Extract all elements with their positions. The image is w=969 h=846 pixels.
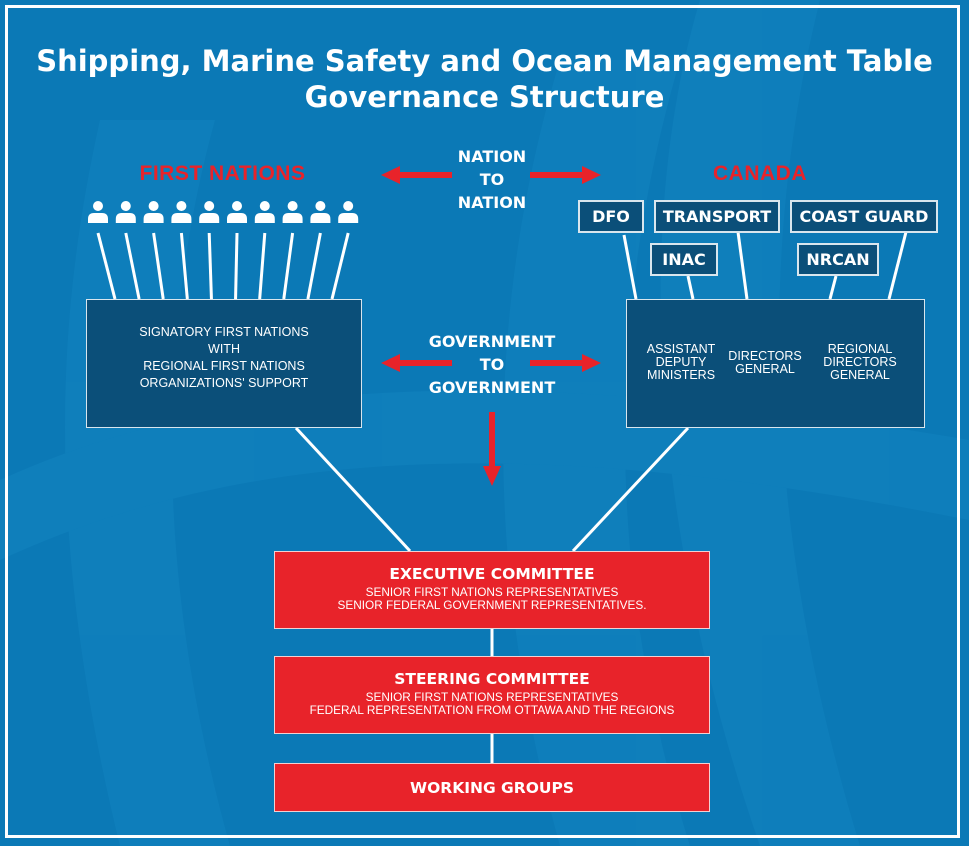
committee-connector-lines bbox=[294, 426, 690, 763]
fn-box-line-2: WITH bbox=[208, 342, 240, 356]
person-connector-line bbox=[96, 232, 117, 300]
government-arrow-left bbox=[381, 354, 452, 372]
fn-box-line-4: ORGANIZATIONS' SUPPORT bbox=[139, 376, 309, 390]
rdg-line-3: GENERAL bbox=[830, 368, 890, 382]
government-arrow-right bbox=[530, 354, 601, 372]
nation-to-nation-line-2: TO bbox=[479, 170, 505, 189]
directors-general-label: DIRECTORS GENERAL bbox=[721, 350, 809, 376]
steering-committee-line-1: SENIOR FIRST NATIONS REPRESENTATIVES bbox=[365, 690, 619, 704]
person-connector-line bbox=[258, 232, 267, 300]
coast-guard-connector bbox=[887, 231, 908, 300]
government-to-government-line-3: GOVERNMENT bbox=[428, 378, 556, 397]
fn-box-line-1: SIGNATORY FIRST NATIONS bbox=[139, 325, 309, 339]
government-to-government-label: GOVERNMENT TO GOVERNMENT bbox=[412, 330, 572, 399]
adm-line-2: DEPUTY bbox=[655, 355, 707, 369]
person-connector-line bbox=[306, 232, 322, 300]
executive-committee-box: EXECUTIVE COMMITTEE SENIOR FIRST NATIONS… bbox=[274, 551, 710, 629]
executive-committee-line-1: SENIOR FIRST NATIONS REPRESENTATIVES bbox=[365, 585, 619, 599]
relation-arrows bbox=[381, 166, 601, 486]
executive-committee-title: EXECUTIVE COMMITTEE bbox=[389, 565, 595, 583]
assistant-deputy-ministers-label: ASSISTANT DEPUTY MINISTERS bbox=[637, 343, 725, 382]
steering-committee-title: STEERING COMMITTEE bbox=[394, 670, 590, 688]
person-icon bbox=[171, 201, 192, 223]
transport-box: TRANSPORT bbox=[654, 200, 780, 233]
government-to-government-line-1: GOVERNMENT bbox=[428, 332, 556, 351]
inac-box: INAC bbox=[650, 243, 718, 276]
dg-line-2: GENERAL bbox=[735, 362, 795, 376]
person-icon bbox=[282, 201, 303, 223]
adm-line-1: ASSISTANT bbox=[646, 342, 716, 356]
person-connector-line bbox=[234, 232, 239, 300]
person-connector-line bbox=[207, 232, 213, 300]
rdg-line-2: DIRECTORS bbox=[823, 355, 897, 369]
canada-heading: CANADA bbox=[713, 162, 807, 185]
nation-to-nation-label: NATION TO NATION bbox=[432, 145, 552, 214]
page-title-line-1: Shipping, Marine Safety and Ocean Manage… bbox=[36, 44, 933, 78]
fn-box-line-3: REGIONAL FIRST NATIONS bbox=[143, 359, 305, 373]
first-nations-people-icons bbox=[88, 201, 359, 223]
person-icon bbox=[115, 201, 136, 223]
nation-to-nation-line-1: NATION bbox=[457, 147, 527, 166]
person-icon bbox=[143, 201, 164, 223]
first-nations-connector-lines bbox=[96, 232, 350, 300]
person-connector-line bbox=[179, 232, 189, 300]
canada-officials-box: ASSISTANT DEPUTY MINISTERS DIRECTORS GEN… bbox=[626, 299, 925, 428]
person-icon bbox=[227, 201, 247, 223]
person-connector-line bbox=[124, 232, 141, 300]
person-connector-line bbox=[282, 232, 295, 300]
working-groups-box: WORKING GROUPS bbox=[274, 763, 710, 812]
working-groups-title: WORKING GROUPS bbox=[409, 778, 575, 797]
person-connector-line bbox=[152, 232, 165, 300]
inac-connector bbox=[686, 275, 695, 300]
transport-connector bbox=[736, 231, 749, 300]
government-to-government-line-2: TO bbox=[479, 355, 505, 374]
dfo-box: DFO bbox=[578, 200, 644, 233]
first-nations-heading: FIRST NATIONS bbox=[139, 162, 306, 185]
person-icon bbox=[338, 201, 359, 223]
person-icon bbox=[88, 201, 108, 223]
nation-to-nation-line-3: NATION bbox=[457, 193, 527, 212]
nation-arrow-right bbox=[530, 166, 601, 184]
person-connector-line bbox=[330, 232, 350, 300]
nrcan-box: NRCAN bbox=[797, 243, 879, 276]
page-title-line-2: Governance Structure bbox=[304, 80, 665, 114]
signatory-first-nations-box: SIGNATORY FIRST NATIONS WITH REGIONAL FI… bbox=[86, 299, 362, 428]
nrcan-connector bbox=[828, 275, 838, 300]
adm-line-3: MINISTERS bbox=[646, 368, 716, 382]
rdg-line-1: REGIONAL bbox=[827, 342, 893, 356]
signatory-first-nations-text: SIGNATORY FIRST NATIONS WITH REGIONAL FI… bbox=[87, 324, 361, 392]
nation-arrow-left bbox=[381, 166, 452, 184]
executive-committee-line-2: SENIOR FEDERAL GOVERNMENT REPRESENTATIVE… bbox=[337, 598, 647, 612]
coast-guard-box: COAST GUARD bbox=[790, 200, 938, 233]
person-icon bbox=[310, 201, 331, 223]
regional-directors-general-label: REGIONAL DIRECTORS GENERAL bbox=[811, 343, 909, 382]
canada-connector-lines bbox=[622, 231, 908, 300]
fn-to-executive-line bbox=[294, 426, 412, 553]
steering-committee-box: STEERING COMMITTEE SENIOR FIRST NATIONS … bbox=[274, 656, 710, 734]
page-frame bbox=[5, 5, 960, 838]
dfo-connector bbox=[622, 234, 638, 300]
canada-to-executive-line bbox=[571, 426, 690, 553]
steering-committee-line-2: FEDERAL REPRESENTATION FROM OTTAWA AND T… bbox=[309, 703, 675, 717]
person-icon bbox=[254, 201, 275, 223]
dg-line-1: DIRECTORS bbox=[728, 349, 802, 363]
government-arrow-down bbox=[483, 412, 501, 486]
person-icon bbox=[199, 201, 220, 223]
